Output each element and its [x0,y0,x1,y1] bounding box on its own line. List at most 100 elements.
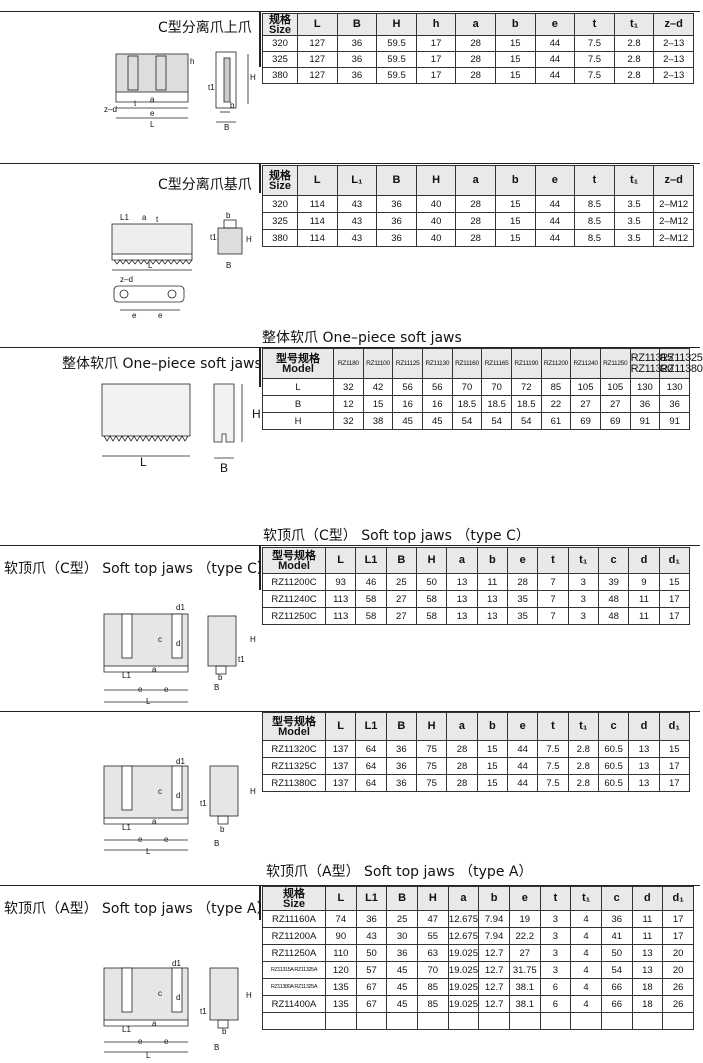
table-cell: 13 [476,607,508,625]
column-header: t₁ [570,886,602,911]
table-cell: 44 [506,757,539,775]
dim-label: d [176,639,180,648]
table-cell: 44 [506,774,539,792]
column-header: RZ11125 [392,348,423,379]
table-cell: 17 [658,774,691,792]
column-header: B [386,886,418,911]
dim-label: B [220,461,228,475]
table-cell: 45 [392,412,423,430]
column-header: z–d [653,165,694,196]
dim-label: a [150,95,155,104]
table-cell: 27 [385,590,417,608]
table-cell: 6 [539,995,572,1013]
dim-label: L1 [120,213,129,222]
table-cell: 17 [658,757,691,775]
table-cell: 36 [336,67,378,84]
section-title-soft-a: 软顶爪（A型） Soft top jaws （type A） [266,864,533,880]
column-header: H [415,165,457,196]
table-cell: 36 [336,35,378,52]
drawing-one-piece-jaw-labels: H L B [140,407,261,475]
table-cell: 8.5 [574,212,615,230]
column-header: a [455,13,496,36]
table-cell: 114 [297,229,338,247]
table-cell: 45 [386,978,418,996]
drawing-soft-c-small: d1 c d a L1 e e L H t1 b B [103,603,256,706]
table-cell: 40 [415,229,457,247]
dim-label: d1 [176,757,185,766]
dim-label: e [164,685,169,694]
table-cell: 17 [662,910,694,928]
table-cell: 2.8 [613,51,655,68]
section-vertical-divider [259,885,261,920]
table-cell: 50 [600,944,633,962]
table-cell: 85 [416,978,449,996]
table-cell: 19.025 [447,995,480,1013]
table-cell: 58 [355,607,387,625]
table-cell: 26 [662,978,694,996]
column-header: H [415,547,448,574]
dim-label: L1 [122,823,131,832]
dim-label: H [246,235,252,244]
table-cell: 44 [534,195,576,213]
dim-label: L [146,697,151,706]
table-cell: 28 [455,195,496,213]
dim-label: t [134,99,137,108]
column-header: d₁ [658,712,691,741]
column-header: c [600,886,633,911]
table-cell: 114 [297,195,338,213]
column-header: L [325,886,357,911]
dim-label: a [152,665,157,674]
dim-label: b [226,211,231,220]
table-cell: 70 [451,378,483,396]
section-label-c-base: C型分离爪基爪 [158,177,252,193]
table-cell: 3 [567,607,599,625]
table-cell: 40 [415,212,457,230]
table-cell: 28 [446,774,478,792]
table-cell: 91 [659,412,690,430]
table-cell: 18 [631,978,664,996]
table-cell: 93 [324,573,357,591]
table-cell: 127 [297,51,338,68]
table-cell: 7 [537,607,569,625]
section-divider [0,163,700,164]
table-cell: 13 [446,607,478,625]
table-cell: 36 [376,212,417,230]
table-cell: 13 [476,590,508,608]
column-header: d [631,886,664,911]
row-header-cell: RZ11240C [262,590,326,608]
table-cell: 39 [597,573,630,591]
table-cell: 28 [455,51,496,68]
table-cell: 7.5 [574,35,615,52]
table-cell: 3 [539,944,572,962]
dim-label: B [214,839,219,848]
column-header: B [385,547,417,574]
dim-label: B [214,683,219,692]
table-cell: 137 [324,740,357,758]
table-cell: 110 [325,944,357,962]
dim-label: t [156,215,159,224]
table-cell [416,1012,449,1030]
table-cell: 20 [662,961,694,979]
table-cell: 48 [597,590,630,608]
table-cell: 135 [325,995,357,1013]
column-header: L [324,712,357,741]
table-cell: 54 [510,412,542,430]
table-cell: 15 [494,67,536,84]
table-cell [478,1012,510,1030]
section-label-one-piece: 整体软爪 One–piece soft jaws [62,356,262,372]
dim-label: d1 [172,959,181,968]
table-cell: 13 [628,740,660,758]
row-header-cell: RZ11320C [262,740,326,758]
column-header: L1 [355,547,387,574]
table-cell: 36 [355,910,388,928]
table-cell: 7.94 [478,910,510,928]
